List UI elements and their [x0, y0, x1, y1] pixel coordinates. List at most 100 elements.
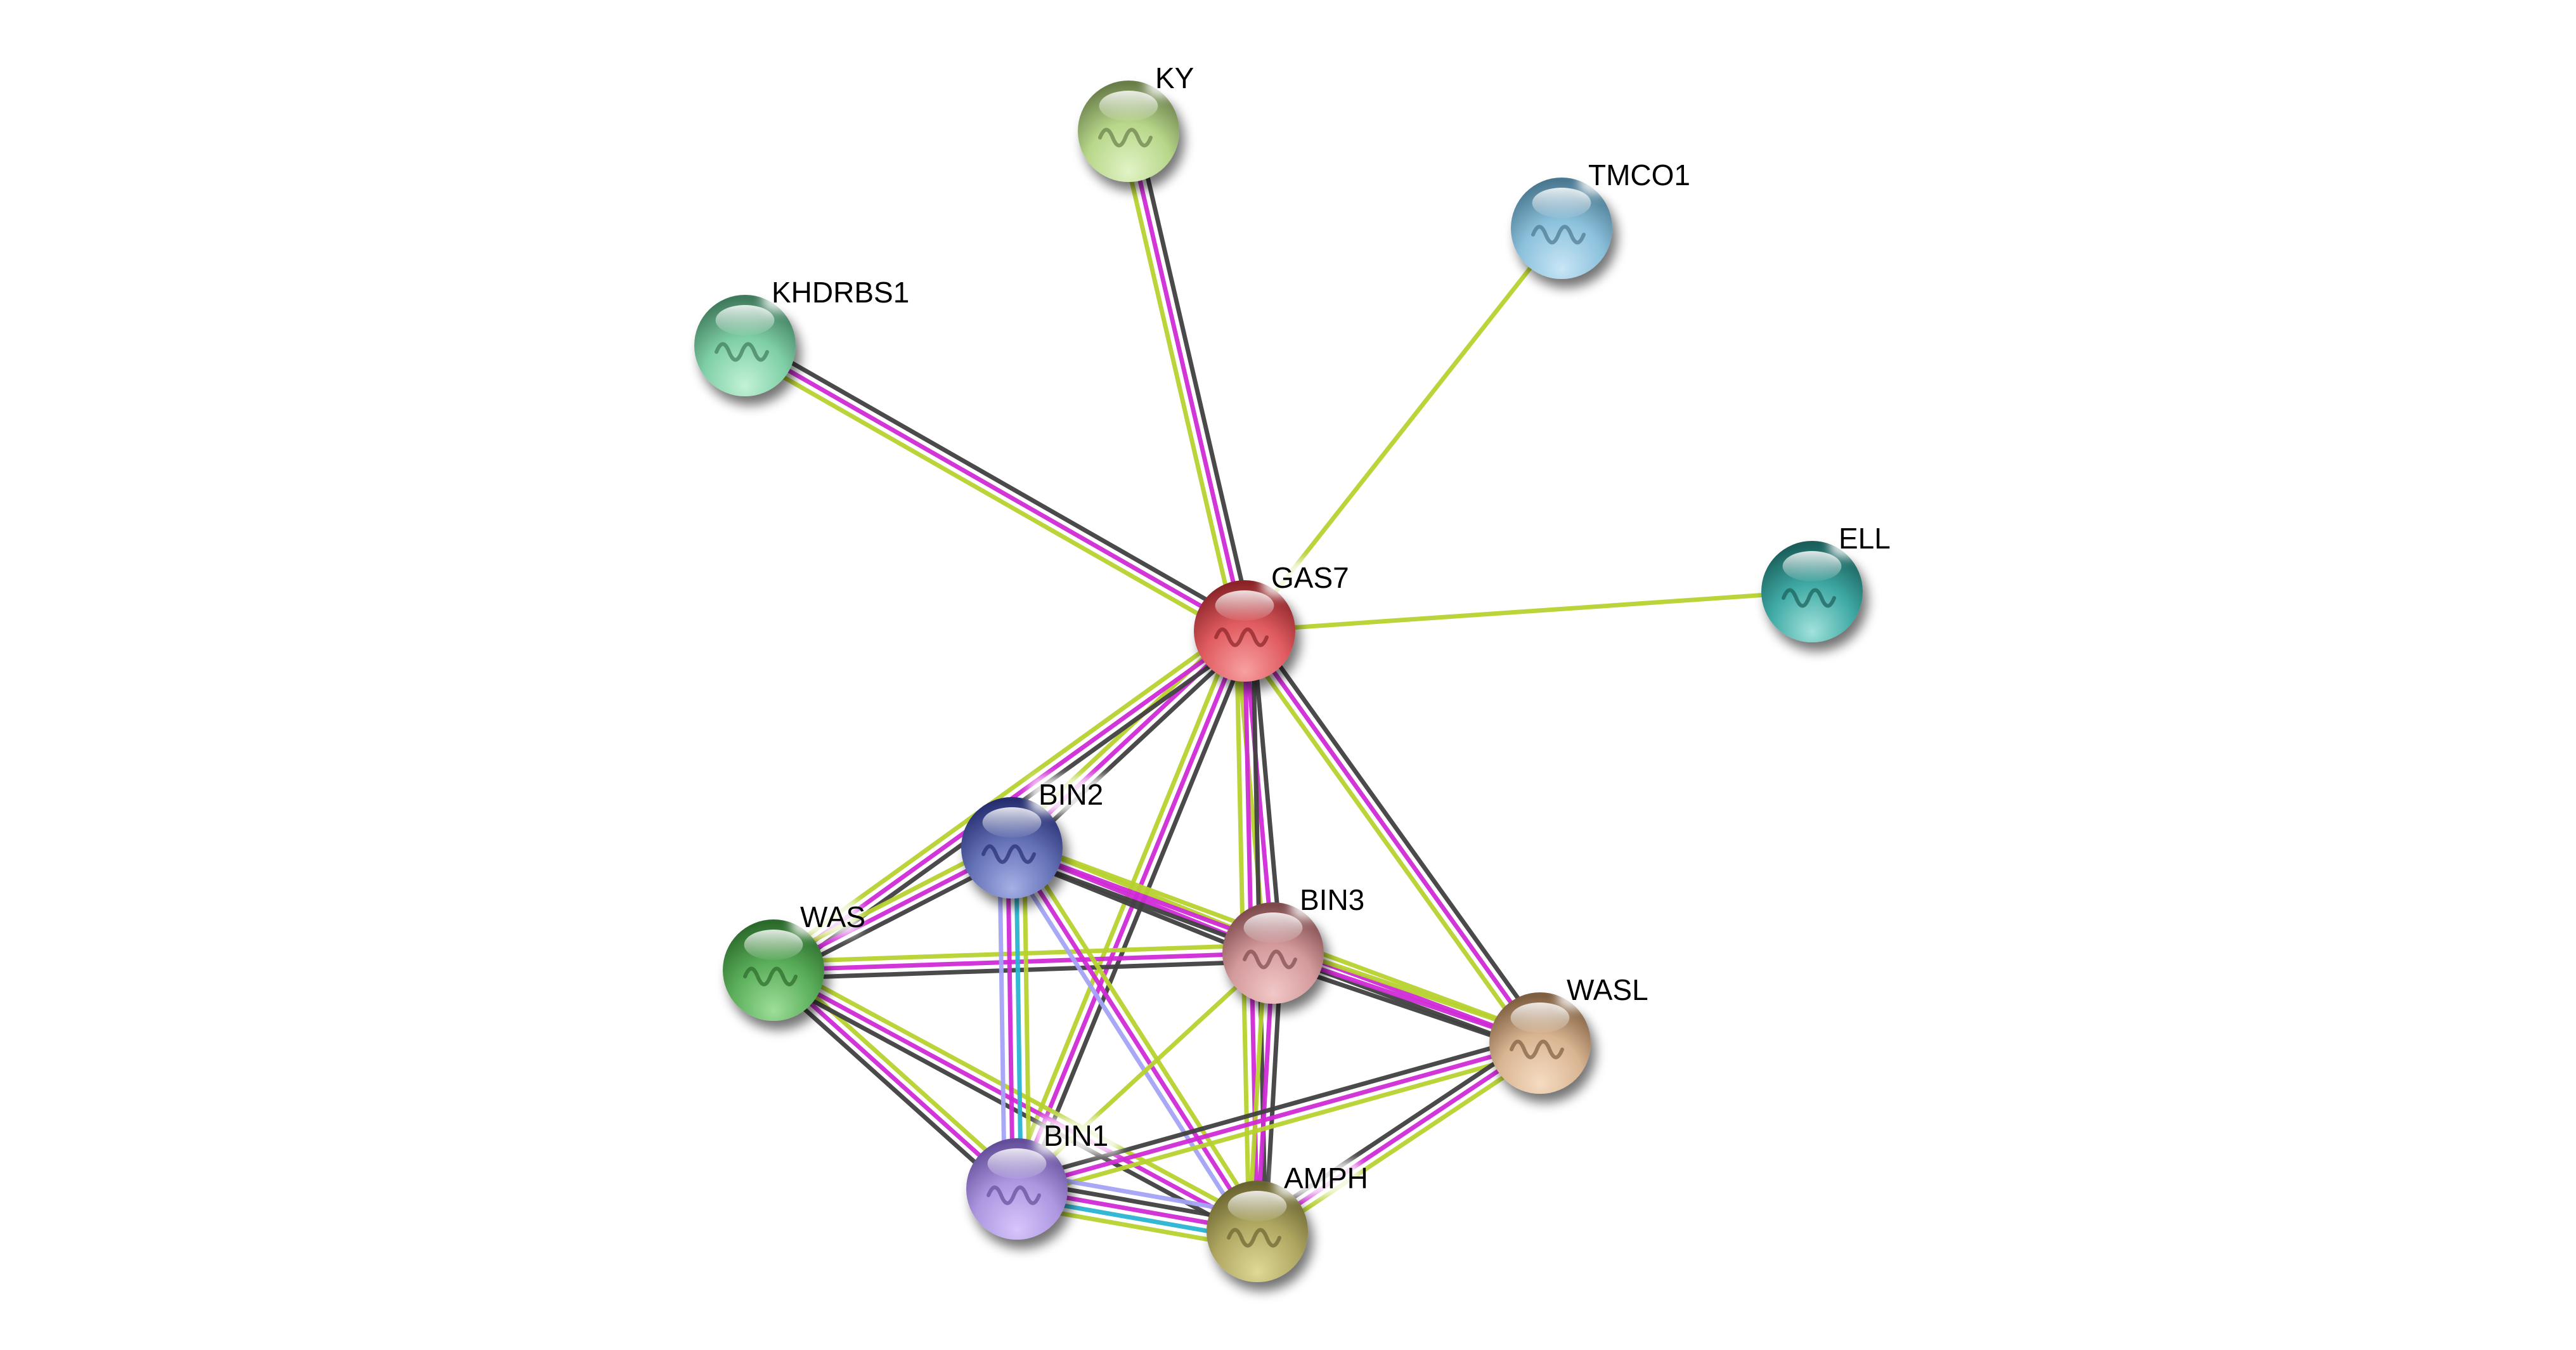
edge-was-bin3[interactable]: [773, 942, 1274, 981]
edge-line-experiments: [744, 343, 1246, 633]
edge-line-textmining: [773, 942, 1273, 964]
gloss-highlight: [715, 305, 775, 335]
edge-line-experiments: [1256, 1041, 1541, 1233]
label-background: [1030, 777, 1116, 814]
protein-structure-icon: [981, 844, 1036, 864]
protein-structure-icon: [1531, 224, 1586, 245]
node-label-text: ELL: [1839, 522, 1891, 555]
nodes-layer: [694, 81, 1863, 1282]
node-was[interactable]: [723, 919, 824, 1021]
label-background: [1035, 1118, 1121, 1155]
protein-structure-icon: [1098, 127, 1153, 148]
edge-line-textmining: [1018, 1049, 1543, 1199]
label-background: [791, 899, 860, 936]
node-ky[interactable]: [1078, 81, 1179, 182]
node-label-wasl: WASL: [1558, 972, 1648, 1009]
node-label-text: KHDRBS1: [772, 276, 909, 309]
edge-bin2-bin1[interactable]: [997, 847, 1032, 1190]
edge-line-coexpression: [766, 975, 1013, 1197]
node-bin1[interactable]: [966, 1138, 1068, 1240]
gloss-highlight: [744, 930, 803, 960]
edge-gas7-ky[interactable]: [1118, 129, 1255, 633]
protein-structure-icon: [715, 342, 769, 362]
protein-structure-icon: [1782, 588, 1836, 608]
node-label-gas7: GAS7: [1262, 560, 1349, 597]
node-bin3[interactable]: [1222, 902, 1324, 1004]
edge-wasl-bin1[interactable]: [1014, 1033, 1543, 1199]
edge-line-coexpression: [1249, 625, 1549, 1040]
gloss-highlight: [982, 807, 1042, 838]
edge-line-textmining: [1118, 133, 1239, 633]
gloss-highlight: [1227, 1191, 1287, 1221]
node-label-bin2: BIN2: [1030, 777, 1116, 814]
label-background: [763, 275, 902, 311]
gloss-highlight: [1532, 188, 1591, 218]
edge-gas7-khdrbs1[interactable]: [739, 336, 1250, 640]
node-amph[interactable]: [1207, 1181, 1308, 1282]
edge-line-coexpression: [773, 959, 1274, 981]
gloss-highlight: [1099, 91, 1158, 121]
edge-line-textmining: [1236, 634, 1536, 1049]
edge-was-bin1[interactable]: [766, 962, 1025, 1197]
edge-line-textmining: [1007, 626, 1239, 1187]
edge-line-textmining: [1244, 589, 1813, 633]
node-label-text: WASL: [1567, 973, 1648, 1006]
node-label-text: WAS: [800, 900, 865, 933]
node-wasl[interactable]: [1489, 992, 1591, 1094]
node-label-tmco1: TMCO1: [1579, 157, 1690, 194]
node-label-text: BIN3: [1300, 883, 1364, 916]
edge-gas7-bin1[interactable]: [1007, 626, 1255, 1193]
edge-line-homology: [997, 848, 1007, 1190]
edge-line-experiments: [1006, 848, 1016, 1190]
edge-line-textmining: [1021, 847, 1032, 1189]
label-background: [1579, 157, 1683, 194]
label-background: [1262, 560, 1349, 597]
label-background: [1291, 882, 1377, 919]
edge-line-coexpression: [1250, 630, 1284, 953]
node-label-ell: ELL: [1830, 521, 1898, 557]
edge-gas7-ell[interactable]: [1244, 589, 1813, 633]
label-background: [1146, 60, 1197, 97]
gloss-highlight: [1510, 1003, 1570, 1033]
protein-structure-icon: [987, 1185, 1041, 1205]
edge-line-experiments: [773, 951, 1274, 973]
edge-line-coexpression: [1014, 1033, 1539, 1183]
edge-line-coexpression: [1022, 633, 1255, 1193]
protein-structure-icon: [1243, 949, 1297, 970]
gloss-highlight: [987, 1148, 1047, 1179]
node-ell[interactable]: [1761, 541, 1863, 642]
edge-line-textmining: [1260, 1048, 1546, 1240]
label-background: [1275, 1160, 1361, 1197]
edge-bin2-amph[interactable]: [1003, 842, 1266, 1237]
edge-line-experiments: [772, 968, 1019, 1191]
node-label-text: BIN1: [1044, 1119, 1108, 1152]
node-tmco1[interactable]: [1511, 178, 1612, 279]
node-khdrbs1[interactable]: [694, 295, 796, 396]
protein-structure-icon: [1227, 1228, 1281, 1248]
edge-line-homology: [1003, 851, 1252, 1237]
edge-line-coexpression: [1016, 635, 1252, 856]
label-background: [1830, 521, 1898, 557]
protein-structure-icon: [743, 966, 798, 987]
node-bin2[interactable]: [961, 797, 1063, 899]
edge-line-experiments: [1010, 847, 1259, 1233]
node-label-amph: AMPH: [1275, 1160, 1368, 1197]
edge-line-experiments: [1126, 131, 1247, 632]
gloss-highlight: [1215, 590, 1274, 621]
edge-line-databases: [1013, 847, 1023, 1189]
node-label-was: WAS: [791, 899, 865, 936]
node-label-text: TMCO1: [1588, 159, 1690, 191]
node-gas7[interactable]: [1194, 580, 1295, 682]
node-label-bin1: BIN1: [1035, 1118, 1121, 1155]
protein-structure-icon: [1510, 1039, 1564, 1060]
node-label-text: KY: [1155, 62, 1194, 94]
node-label-khdrbs1: KHDRBS1: [763, 275, 909, 311]
gloss-highlight: [1782, 551, 1842, 581]
edge-line-experiments: [1243, 629, 1542, 1045]
edge-line-experiments: [1014, 630, 1247, 1190]
edge-line-experiments: [1016, 1041, 1541, 1191]
edge-gas7-wasl[interactable]: [1236, 625, 1549, 1049]
edge-line-textmining: [1017, 842, 1266, 1228]
